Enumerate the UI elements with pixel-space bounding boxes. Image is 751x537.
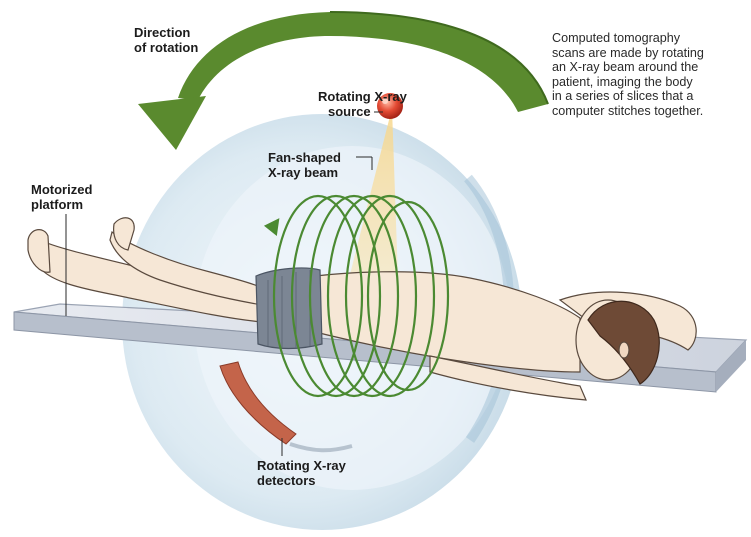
description-line: in a series of slices that a — [552, 89, 704, 104]
label-platform-line2: platform — [31, 197, 92, 212]
label-direction-of-rotation: Direction of rotation — [134, 25, 198, 55]
label-source-line1: Rotating X-ray — [318, 89, 422, 104]
description-line: patient, imaging the body — [552, 75, 704, 90]
description-line: an X-ray beam around the — [552, 60, 704, 75]
label-motorized-platform: Motorized platform — [31, 182, 92, 212]
label-source-line2: source — [318, 104, 422, 119]
patient-shorts — [256, 268, 322, 349]
description-line: scans are made by rotating — [552, 46, 704, 61]
label-direction-line1: Direction — [134, 25, 198, 40]
label-xray-detectors: Rotating X-ray detectors — [257, 458, 346, 488]
label-platform-line1: Motorized — [31, 182, 92, 197]
description-text: Computed tomography scans are made by ro… — [552, 31, 704, 119]
label-beam-line1: Fan-shaped — [268, 150, 341, 165]
label-fan-shaped-beam: Fan-shaped X-ray beam — [268, 150, 341, 180]
description-line: computer stitches together. — [552, 104, 704, 119]
label-beam-line2: X-ray beam — [268, 165, 341, 180]
label-detectors-line1: Rotating X-ray — [257, 458, 346, 473]
label-detectors-line2: detectors — [257, 473, 346, 488]
description-line: Computed tomography — [552, 31, 704, 46]
label-xray-source: Rotating X-ray source — [318, 89, 422, 119]
label-direction-line2: of rotation — [134, 40, 198, 55]
